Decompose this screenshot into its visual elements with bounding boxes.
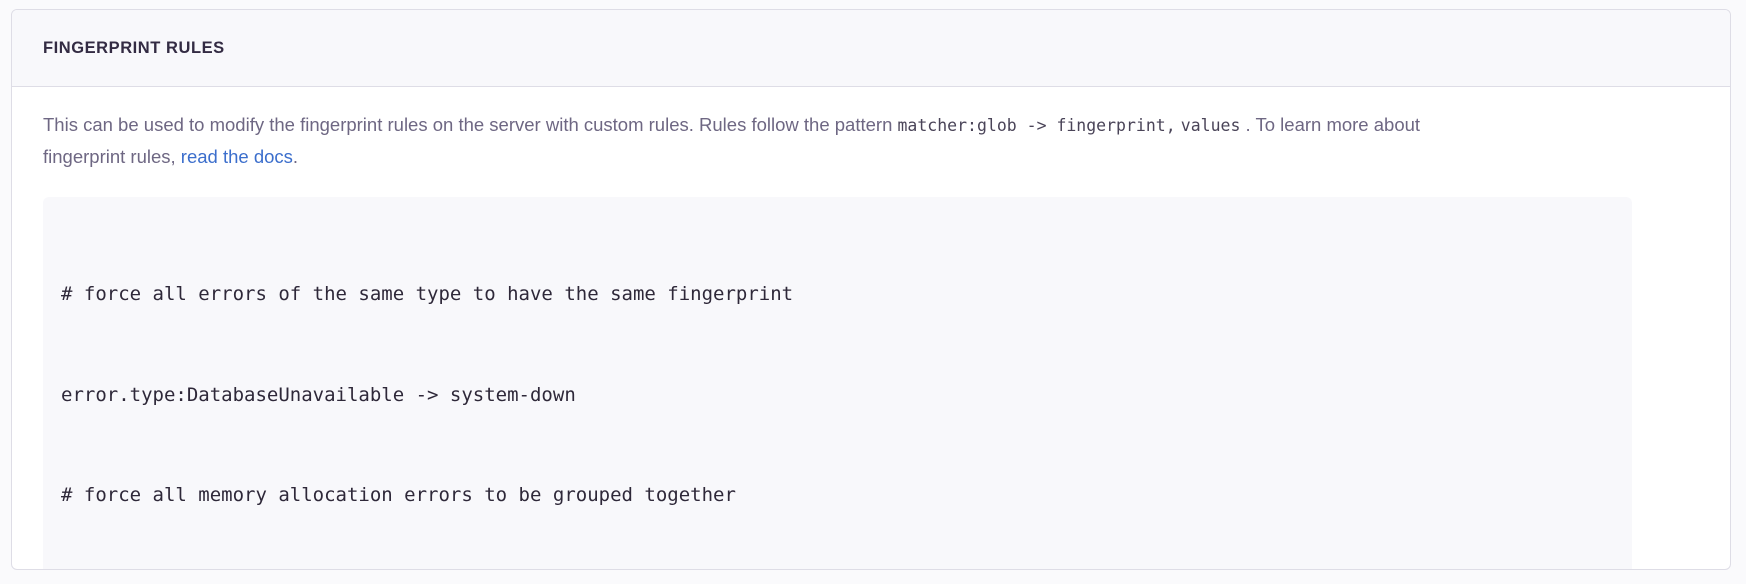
panel-body: This can be used to modify the fingerpri… — [12, 87, 1730, 569]
page-title: FINGERPRINT RULES — [43, 38, 225, 57]
inline-code-pattern-2: values — [1180, 116, 1241, 135]
code-line: # force all memory allocation errors to … — [61, 484, 736, 506]
code-line: error.type:DatabaseUnavailable -> system… — [61, 383, 576, 406]
code-line: # force all errors of the same type to h… — [61, 283, 794, 305]
description-text: This can be used to modify the fingerpri… — [43, 109, 1443, 172]
inline-code-pattern-1: matcher:glob -> fingerprint, — [897, 116, 1176, 135]
description-part-1: This can be used to modify the fingerpri… — [43, 114, 898, 135]
panel-header: FINGERPRINT RULES — [12, 10, 1730, 87]
description-part-3: . — [292, 146, 299, 167]
read-the-docs-link[interactable]: read the docs — [180, 146, 293, 167]
fingerprint-rules-panel: FINGERPRINT RULES This can be used to mo… — [11, 9, 1731, 570]
example-code-block: # force all errors of the same type to h… — [43, 197, 1632, 569]
description-part-2: . To learn more about fingerprint rules, — [43, 114, 1421, 167]
